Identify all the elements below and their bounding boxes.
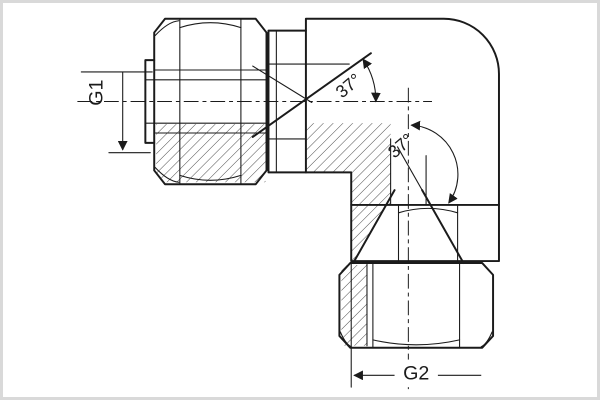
body-inner-corner [304,171,353,206]
flare-angle-top-label: 37° [332,69,365,102]
g2-thread-label: G2 [403,363,429,385]
bottom-swivel-nut [338,262,495,349]
thread-end-cap [144,59,156,144]
top-swivel-nut [144,17,270,186]
flare-cone-line-top [251,52,372,138]
section-hatch [305,123,352,173]
elbow-body [251,17,500,265]
nut-outline [153,17,268,186]
chamfer-arc [339,331,352,348]
label-background [394,359,438,388]
g2-dimension: G2 [350,236,482,388]
body-outer-profile [304,17,500,206]
g1-thread-label: G1 [85,80,107,106]
flare-cone-line-top-mirror [252,65,313,104]
chamfer-arc [480,331,493,348]
chamfer-arc [179,174,242,181]
section-hatch [351,123,391,205]
nut-outline [338,262,495,349]
angle-arc [362,58,381,103]
section-hatch [156,124,266,183]
chamfer-arc [154,166,180,183]
angle-arc [410,120,459,204]
chamfer-arc [179,22,242,29]
flare-cone-line-bottom-left [352,189,396,265]
chamfer-arc [397,207,459,214]
section-hatch [341,265,367,346]
chamfer-arc [154,20,180,37]
fitting-technical-drawing: G1 37° 37° G2 [77,17,500,390]
chamfer-arc [372,339,461,346]
g1-dimension: G1 [80,71,153,154]
